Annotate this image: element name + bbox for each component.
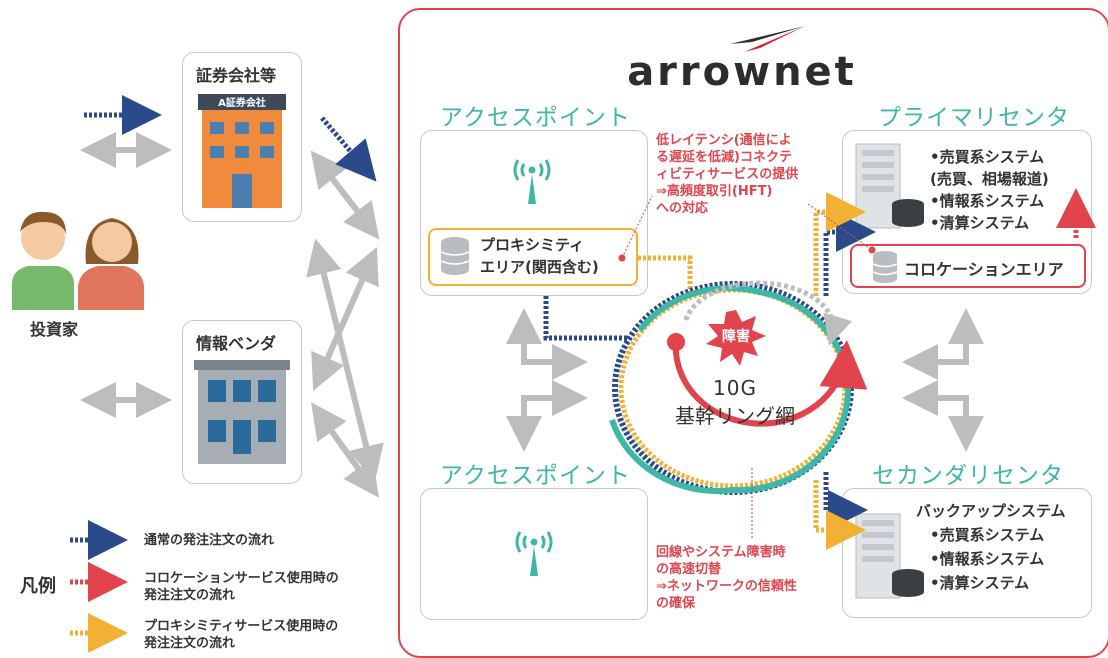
reliability-note-line-1: 回線やシステム障害時 (656, 545, 786, 560)
legend-title: 凡例 (20, 576, 56, 597)
vendor-title: 情報ベンダ (196, 334, 277, 353)
colocation-area-label: コロケーションエリア (904, 260, 1064, 279)
primary-system-1: •売買系システム (930, 148, 1045, 166)
fault-label: 障害 (722, 329, 750, 345)
secondary-system-4: •清算システム (930, 574, 1030, 592)
legend-proximity-flow-2: 発注注文の流れ (144, 636, 236, 651)
server-rack-icon (855, 513, 924, 599)
vendor-building-icon (194, 360, 290, 464)
legend-colocation-flow-2: 発注注文の流れ (144, 588, 236, 603)
proximity-area-label-2: エリア(関西含む) (480, 258, 599, 276)
investors-icon (12, 211, 144, 310)
primary-system-2: (売買、相場報道) (930, 170, 1049, 188)
antenna-icon (513, 159, 551, 204)
antenna-icon (515, 531, 553, 576)
latency-note-line-2: る遅延を低減)コネクテ (656, 150, 792, 165)
latency-note-line-5: への対応 (656, 201, 709, 216)
secondary-system-1: バックアップシステム (916, 502, 1066, 520)
secondary-system-2: •売買系システム (930, 526, 1045, 544)
secondary-center-heading: セカンダリセンタ (872, 463, 1064, 489)
secondary-system-3: •情報系システム (930, 550, 1045, 568)
reliability-note-line-2: の高速切替 (656, 562, 722, 577)
legend-proximity-flow-1: プロキシミティサービス使用時の (144, 619, 339, 634)
latency-note-line-4: ⇒高頻度取引(HFT) (656, 184, 773, 199)
database-icon (440, 237, 470, 275)
latency-note-line-1: 低レイテンシ(通信によ (656, 133, 792, 148)
arrownet-logo-text: arrownet (627, 49, 857, 95)
securities-building-icon (198, 94, 286, 208)
fault-burst-icon (706, 310, 766, 366)
primary-system-3: •情報系システム (930, 192, 1045, 210)
legend-colocation-flow-1: コロケーションサービス使用時の (144, 571, 339, 586)
securities-sign: A証券会社 (218, 98, 266, 109)
primary-center-heading: プライマリセンタ (878, 105, 1070, 131)
ring-name: 基幹リング網 (675, 404, 795, 428)
securities-title: 証券会社等 (196, 66, 277, 85)
arrownet-logo-mark (730, 26, 805, 52)
access-point-top-heading: アクセスポイント (440, 105, 631, 131)
primary-system-4: •清算システム (930, 214, 1030, 232)
investors-label: 投資家 (30, 320, 79, 339)
ring-speed: 10G (713, 376, 757, 400)
access-point-bottom-heading: アクセスポイント (440, 463, 631, 489)
reliability-note-line-4: の確保 (656, 596, 696, 611)
reliability-note-line-3: ⇒ネットワークの信頼性 (656, 579, 797, 594)
proximity-area-label-1: プロキシミティ (480, 236, 585, 254)
latency-note-line-3: ィビティサービスの提供 (656, 167, 799, 182)
database-icon (872, 251, 898, 283)
legend-normal-flow: 通常の発注注文の流れ (144, 533, 275, 548)
